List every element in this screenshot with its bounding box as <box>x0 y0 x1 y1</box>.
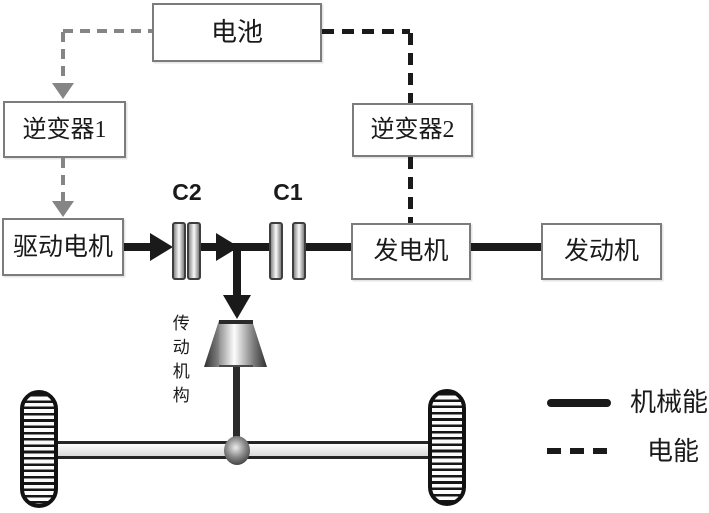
right-wheel <box>428 389 466 506</box>
transmission-label: 传动机构 <box>169 314 189 410</box>
shaft-c1-to-generator <box>306 243 351 251</box>
wire-battery-to-inverter1-vertical <box>61 32 65 84</box>
legend-dashed-line-swatch <box>547 448 610 454</box>
drive-motor-label: 驱动电机 <box>12 233 113 261</box>
inverter1-node: 逆变器1 <box>3 101 126 158</box>
clutch-c2-label: C2 <box>172 179 202 205</box>
wire-inverter1-to-drive-motor <box>61 158 65 202</box>
shaft-drive-motor-to-c2 <box>124 243 151 251</box>
generator-label: 发电机 <box>373 238 449 265</box>
engine-node: 发动机 <box>541 223 662 280</box>
arrow-down-gray-icon <box>52 201 74 217</box>
clutch-c1-plate <box>269 222 283 280</box>
battery-node: 电池 <box>152 3 322 62</box>
legend-electrical-label: 电能 <box>647 437 700 466</box>
arrow-down-gray-icon <box>52 83 74 99</box>
legend-solid-line-swatch <box>547 399 611 407</box>
legend-mechanical-label: 机械能 <box>630 388 709 417</box>
wire-battery-to-inverter2-vertical <box>408 33 413 103</box>
clutch-c2-plate <box>187 222 201 280</box>
shaft-junction-to-transmission <box>233 247 241 297</box>
clutch-c1-label: C1 <box>273 179 303 205</box>
inverter2-node: 逆变器2 <box>352 103 473 157</box>
output-shaft <box>233 365 240 450</box>
generator-node: 发电机 <box>351 223 471 280</box>
shaft-generator-to-engine <box>471 243 541 251</box>
transmission-cylinder <box>219 320 253 367</box>
clutch-c1-plate <box>292 222 306 280</box>
engine-label: 发动机 <box>563 238 639 265</box>
drive-motor-node: 驱动电机 <box>2 218 124 276</box>
wire-inverter2-to-generator <box>408 157 413 223</box>
left-wheel <box>20 390 58 508</box>
wire-battery-to-inverter1-horizontal <box>63 29 152 33</box>
inverter1-label: 逆变器1 <box>22 116 107 143</box>
differential-ball <box>224 436 250 465</box>
inverter2-label: 逆变器2 <box>370 117 455 143</box>
arrow-right-icon <box>150 233 173 261</box>
wire-battery-to-inverter2-horizontal <box>322 29 410 34</box>
clutch-c2-plate <box>172 222 186 280</box>
arrow-down-icon <box>223 295 251 319</box>
battery-label: 电池 <box>210 17 263 47</box>
